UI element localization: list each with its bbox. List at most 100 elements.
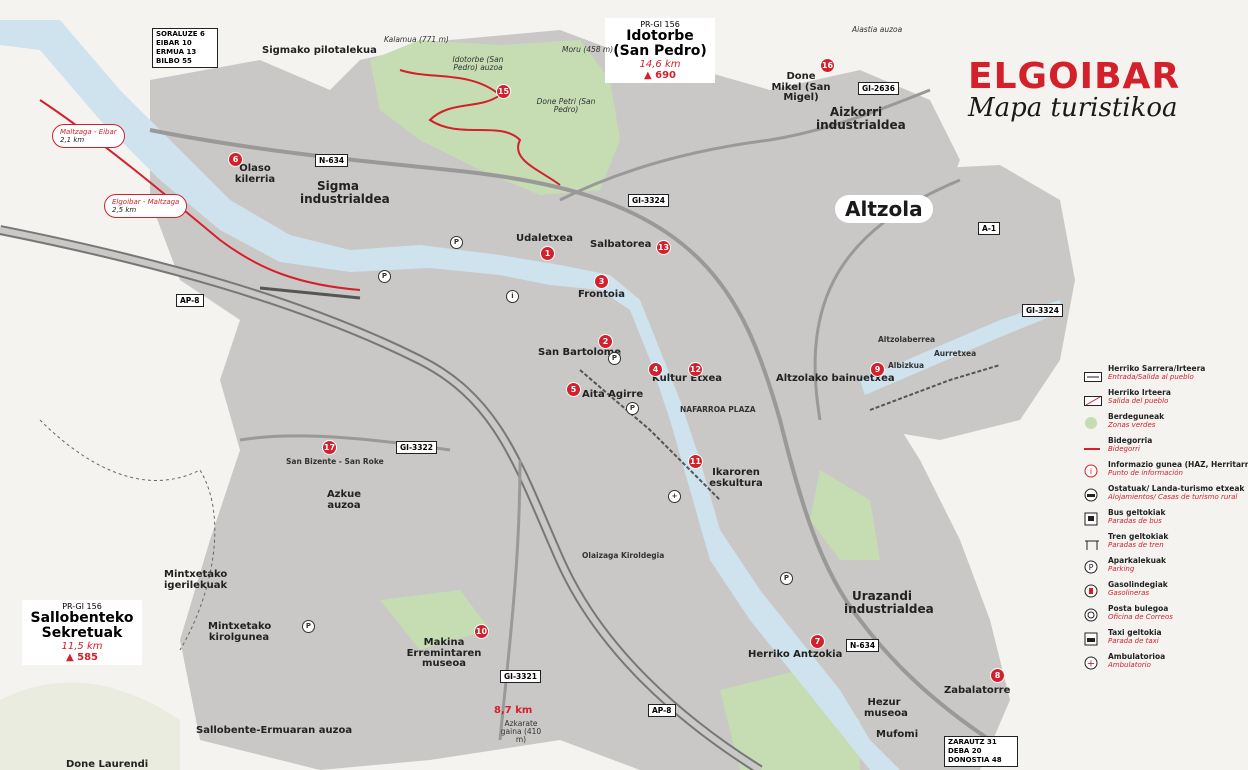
place-label[interactable]: Albizkua xyxy=(888,361,925,370)
route-sallobente[interactable]: PR-GI 156 Sallobenteko Sekretuak 11,5 km… xyxy=(22,600,142,665)
poi-marker[interactable]: 8 xyxy=(990,668,1005,683)
ambulatory-icon[interactable]: + xyxy=(668,490,681,503)
legend-label: Informazio gunea (HAZ, Herritarren Arret… xyxy=(1108,460,1248,469)
place-label[interactable]: NAFARROA PLAZA xyxy=(680,405,756,414)
poi-marker[interactable]: 5 xyxy=(566,382,581,397)
place-label[interactable]: Zabalatorre xyxy=(944,685,1011,696)
road-tag: GI-3324 xyxy=(628,194,669,207)
place-label[interactable]: Aita Agirre xyxy=(582,389,644,400)
parking-icon[interactable]: P xyxy=(450,236,463,249)
legend-bed-icon xyxy=(1084,487,1098,502)
legend-label: Ambulatorioa xyxy=(1108,652,1166,661)
poi-marker[interactable]: 4 xyxy=(648,362,663,377)
place-label[interactable]: Herriko Antzokia xyxy=(748,649,843,660)
place-label[interactable]: Sigmako pilotalekua xyxy=(262,45,377,56)
place-label[interactable]: Done Laurendi xyxy=(66,759,149,770)
place-label[interactable]: Sallobente-Ermuaran auzoa xyxy=(196,725,353,736)
parking-icon[interactable]: P xyxy=(626,402,639,415)
place-label[interactable]: Kultur Etxea xyxy=(652,373,723,384)
parking-icon[interactable]: P xyxy=(378,270,391,283)
legend-info-icon: i xyxy=(1084,463,1098,478)
svg-text:+: + xyxy=(1087,659,1095,670)
place-label[interactable]: Done Petri (San Pedro) xyxy=(536,97,596,114)
poi-marker[interactable]: 12 xyxy=(688,362,703,377)
title-line-1: ELGOIBAR xyxy=(968,56,1181,97)
sign-line: DEBA 20 xyxy=(948,747,982,755)
place-label[interactable]: Frontoia xyxy=(578,289,625,300)
bike-route-bubble[interactable]: Elgoibar - Maltzaga 2,5 km xyxy=(104,194,188,218)
info-icon[interactable]: i xyxy=(506,290,519,303)
poi-marker[interactable]: 16 xyxy=(820,58,835,73)
road-tag: A-1 xyxy=(978,222,1001,235)
legend-line-icon xyxy=(1084,439,1100,451)
place-label[interactable]: Idotorbe (San Pedro) auzoa xyxy=(452,55,504,72)
place-label[interactable]: Hezur museoa xyxy=(864,697,908,719)
legend-sublabel: Entrada/Salida al pueblo xyxy=(1108,373,1194,381)
route-alt-value: 690 xyxy=(655,70,677,81)
legend-train-icon xyxy=(1084,535,1099,550)
place-label[interactable]: Aiastia auzoa xyxy=(852,25,903,34)
poi-marker[interactable]: 1 xyxy=(540,246,555,261)
bubble-route: Elgoibar - Maltzaga xyxy=(112,198,180,206)
legend-sublabel: Gasolineras xyxy=(1108,589,1150,597)
parking-icon[interactable]: P xyxy=(302,620,315,633)
bubble-km: 2,5 km xyxy=(112,206,137,214)
place-label[interactable]: Moru (458 m) xyxy=(562,45,614,54)
poi-marker[interactable]: 7 xyxy=(810,634,825,649)
place-label[interactable]: Azkue auzoa xyxy=(326,489,362,511)
place-label[interactable]: Ikaroren eskultura xyxy=(709,467,763,489)
parking-icon[interactable]: P xyxy=(608,352,621,365)
poi-marker[interactable]: 2 xyxy=(598,334,613,349)
poi-marker[interactable]: 6 xyxy=(228,152,243,167)
place-label[interactable]: Olaso kilerria xyxy=(234,163,276,185)
poi-marker[interactable]: 17 xyxy=(322,440,337,455)
place-label[interactable]: San Bizente - San Roke xyxy=(286,457,384,466)
direction-sign-west: SORALUZE 6 EIBAR 10 ERMUA 13 BILBO 55 xyxy=(152,28,218,68)
place-label[interactable]: Altzolaberrea xyxy=(878,335,936,344)
poi-marker[interactable]: 9 xyxy=(870,362,885,377)
route-alt: ▲ 690 xyxy=(643,70,677,81)
place-label[interactable]: Aizkorri industrialdea xyxy=(816,105,906,132)
svg-text:i: i xyxy=(1090,467,1092,476)
place-label[interactable]: Aurretxea xyxy=(934,349,977,358)
poi-marker[interactable]: 3 xyxy=(594,274,609,289)
legend-label: Herriko Sarrera/Irteera xyxy=(1108,364,1206,373)
place-label[interactable]: Salbatorea xyxy=(590,239,652,250)
poi-marker[interactable]: 15 xyxy=(496,84,511,99)
legend-sublabel: Paradas de bus xyxy=(1108,517,1162,525)
place-label[interactable]: Sigma industrialdea xyxy=(300,179,390,206)
place-label[interactable]: Altzolako bainuetxea xyxy=(776,373,895,384)
place-label[interactable]: Udaletxea xyxy=(516,233,573,244)
route-km: 14,6 km xyxy=(639,59,681,70)
legend-sign2-icon xyxy=(1084,391,1102,406)
place-label[interactable]: Done Mikel (San Migel) xyxy=(771,71,831,103)
place-label[interactable]: 8,7 km xyxy=(494,705,533,716)
road-tag: GI-3324 xyxy=(1022,304,1063,317)
poi-marker[interactable]: 10 xyxy=(474,624,489,639)
poi-marker[interactable]: 11 xyxy=(688,454,703,469)
legend-bus-icon xyxy=(1084,511,1098,526)
sign-line: EIBAR 10 xyxy=(156,39,192,47)
route-idotorbe[interactable]: PR-GI 156 Idotorbe (San Pedro) 14,6 km ▲… xyxy=(605,18,715,83)
place-label[interactable]: Mufomi xyxy=(876,729,919,740)
road-tag: AP-8 xyxy=(176,294,204,307)
sign-line: ERMUA 13 xyxy=(156,48,197,56)
legend-label: Gasolindegiak xyxy=(1108,580,1168,589)
legend-label: Berdeguneak xyxy=(1108,412,1165,421)
direction-sign-east: ZARAUTZ 31 DEBA 20 DONOSTIA 48 xyxy=(944,736,1018,767)
place-label[interactable]: Mintxetako igerilekuak xyxy=(164,569,228,591)
parking-icon[interactable]: P xyxy=(780,572,793,585)
bike-route-bubble[interactable]: Maltzaga - Eibar 2,1 km xyxy=(52,124,125,148)
map-title: ELGOIBAR Mapa turistikoa xyxy=(968,56,1208,123)
place-label[interactable]: Mintxetako kirolgunea xyxy=(208,621,272,643)
place-label[interactable]: Makina Erremintaren museoa xyxy=(406,637,482,669)
place-label[interactable]: Olaizaga Kiroldegia xyxy=(582,551,665,560)
place-label[interactable]: Azkarate gaina (410 m) xyxy=(500,719,542,744)
place-label[interactable]: Urazandi industrialdea xyxy=(844,589,934,616)
poi-marker[interactable]: 13 xyxy=(656,240,671,255)
place-label[interactable]: San Bartolome xyxy=(538,347,622,358)
place-label[interactable]: Kalamua (771 m) xyxy=(384,35,449,44)
